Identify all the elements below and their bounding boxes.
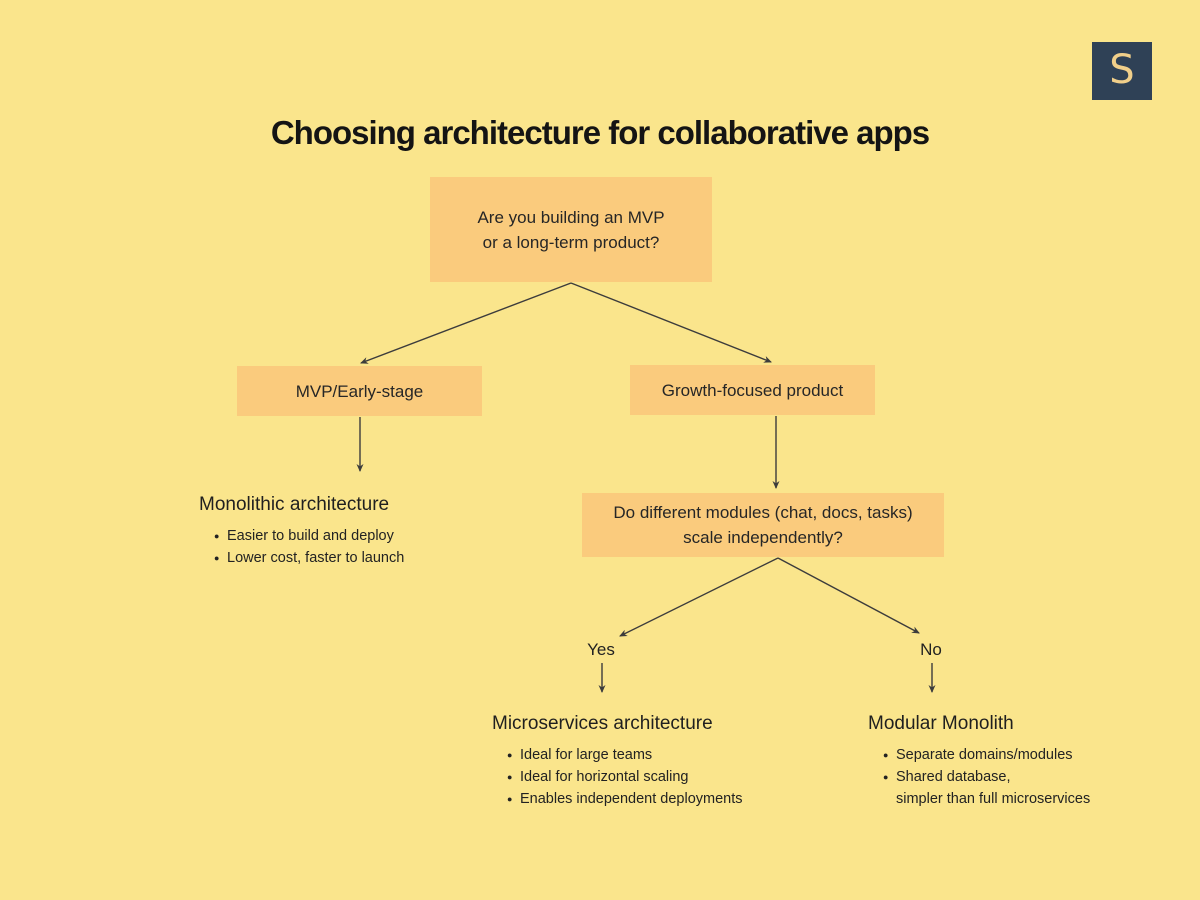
flow-node-growth-focused-product: Growth-focused product xyxy=(630,365,875,415)
outcome-heading: Modular Monolith xyxy=(868,713,1014,734)
bullet-item: ●simpler than full microservices xyxy=(868,788,1090,810)
bullet-text: Ideal for horizontal scaling xyxy=(520,769,689,785)
bullet-text: Ideal for large teams xyxy=(520,747,653,763)
flow-node-line: or a long-term product? xyxy=(482,232,660,252)
outcome-heading: Monolithic architecture xyxy=(199,494,390,515)
flow-node-question-modules-scale: Do different modules (chat, docs, tasks)… xyxy=(582,493,944,557)
branch-label-no: No xyxy=(920,640,942,659)
flow-node-question-mvp-or-longterm: Are you building an MVP or a long-term pr… xyxy=(430,177,712,282)
flow-arrow xyxy=(777,557,920,634)
flow-node-line: Growth-focused product xyxy=(661,380,844,400)
bullet-text: Lower cost, faster to launch xyxy=(227,550,405,566)
bullet-text: Enables independent deployments xyxy=(520,791,743,807)
outcome-monolithic: Monolithic architecture ● Easier to build … xyxy=(199,492,404,569)
flow-node-mvp-early-stage: MVP/Early-stage xyxy=(237,366,482,416)
bullet-dot-icon: ● xyxy=(214,531,220,541)
bullet-dot-icon: ● xyxy=(507,750,513,760)
bullet-dot-icon: ● xyxy=(214,553,220,563)
flow-node-line: scale independently? xyxy=(683,528,843,547)
flow-arrow xyxy=(619,557,779,637)
outcome-microservices: Microservices architecture ● Ideal for lar… xyxy=(492,711,743,810)
branch-label-yes: Yes xyxy=(587,640,615,659)
flow-node-line: Are you building an MVP xyxy=(477,207,665,227)
page-title: Choosing architecture for collaborative … xyxy=(270,114,930,152)
flow-node-line: MVP/Early-stage xyxy=(295,381,424,401)
flow-arrow xyxy=(360,282,572,364)
bullet-dot-icon: ● xyxy=(883,772,889,782)
bullet-item: ● Shared database, xyxy=(868,766,1090,788)
flow-node-line: Do different modules (chat, docs, tasks) xyxy=(613,503,913,522)
bullet-item: ● Lower cost, faster to launch xyxy=(199,547,404,569)
outcome-heading: Microservices architecture xyxy=(492,713,713,734)
bullet-text: simpler than full microservices xyxy=(896,791,1091,807)
bullet-item: ● Separate domains/modules xyxy=(868,744,1090,766)
flow-arrow xyxy=(570,282,772,363)
brand-logo-letter: S xyxy=(1109,46,1135,93)
bullet-dot-icon: ● xyxy=(507,772,513,782)
bullet-item: ● Ideal for large teams xyxy=(492,744,743,766)
bullet-dot-icon: ● xyxy=(883,750,889,760)
bullet-text: Easier to build and deploy xyxy=(227,528,394,544)
brand-logo: S xyxy=(1092,42,1152,100)
bullet-text: Shared database, xyxy=(896,769,1011,785)
bullet-item: ● Easier to build and deploy xyxy=(199,525,404,547)
outcome-modular-monolith: Modular Monolith ● Separate domains/module… xyxy=(868,711,1090,810)
bullet-item: ● Enables independent deployments xyxy=(492,788,743,810)
bullet-text: Separate domains/modules xyxy=(896,747,1073,763)
bullet-dot-icon: ● xyxy=(507,794,513,804)
bullet-item: ● Ideal for horizontal scaling xyxy=(492,766,743,788)
